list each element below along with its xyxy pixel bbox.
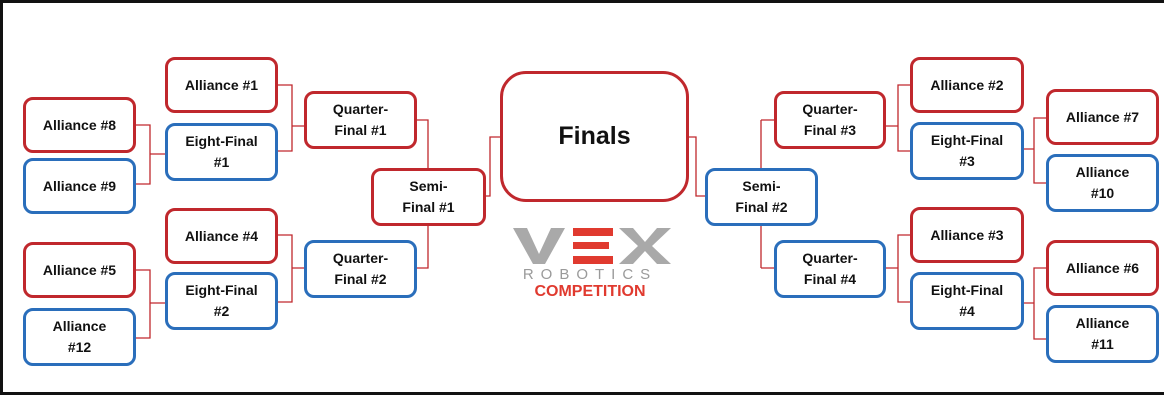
alliance-12-box: Alliance #12 <box>23 308 136 366</box>
alliance-6-box: Alliance #6 <box>1046 240 1159 296</box>
alliance-7-box: Alliance #7 <box>1046 89 1159 145</box>
alliance-11-box: Alliance #11 <box>1046 305 1159 363</box>
logo-competition-text: COMPETITION <box>534 283 646 300</box>
alliance-1-box: Alliance #1 <box>165 57 278 113</box>
alliance-5-box: Alliance #5 <box>23 242 136 298</box>
quarter-final-3-box: Quarter- Final #3 <box>774 91 886 149</box>
eighth-final-1-box: Eight-Final #1 <box>165 123 278 181</box>
quarter-final-2-box: Quarter- Final #2 <box>304 240 417 298</box>
alliance-8-box: Alliance #8 <box>23 97 136 153</box>
alliance-3-box: Alliance #3 <box>910 207 1024 263</box>
semi-final-2-box: Semi- Final #2 <box>705 168 818 226</box>
alliance-2-box: Alliance #2 <box>910 57 1024 113</box>
finals-box: Finals <box>500 71 689 202</box>
logo-robotics-text: ROBOTICS <box>522 266 658 283</box>
vex-logo-mark <box>513 228 671 264</box>
alliance-9-box: Alliance #9 <box>23 158 136 214</box>
eighth-final-4-box: Eight-Final #4 <box>910 272 1024 330</box>
alliance-4-box: Alliance #4 <box>165 208 278 264</box>
quarter-final-1-box: Quarter- Final #1 <box>304 91 417 149</box>
eighth-final-3-box: Eight-Final #3 <box>910 122 1024 180</box>
semi-final-1-box: Semi- Final #1 <box>371 168 486 226</box>
quarter-final-4-box: Quarter- Final #4 <box>774 240 886 298</box>
alliance-10-box: Alliance #10 <box>1046 154 1159 212</box>
eighth-final-2-box: Eight-Final #2 <box>165 272 278 330</box>
vex-robotics-logo: ROBOTICS COMPETITION <box>505 224 675 304</box>
